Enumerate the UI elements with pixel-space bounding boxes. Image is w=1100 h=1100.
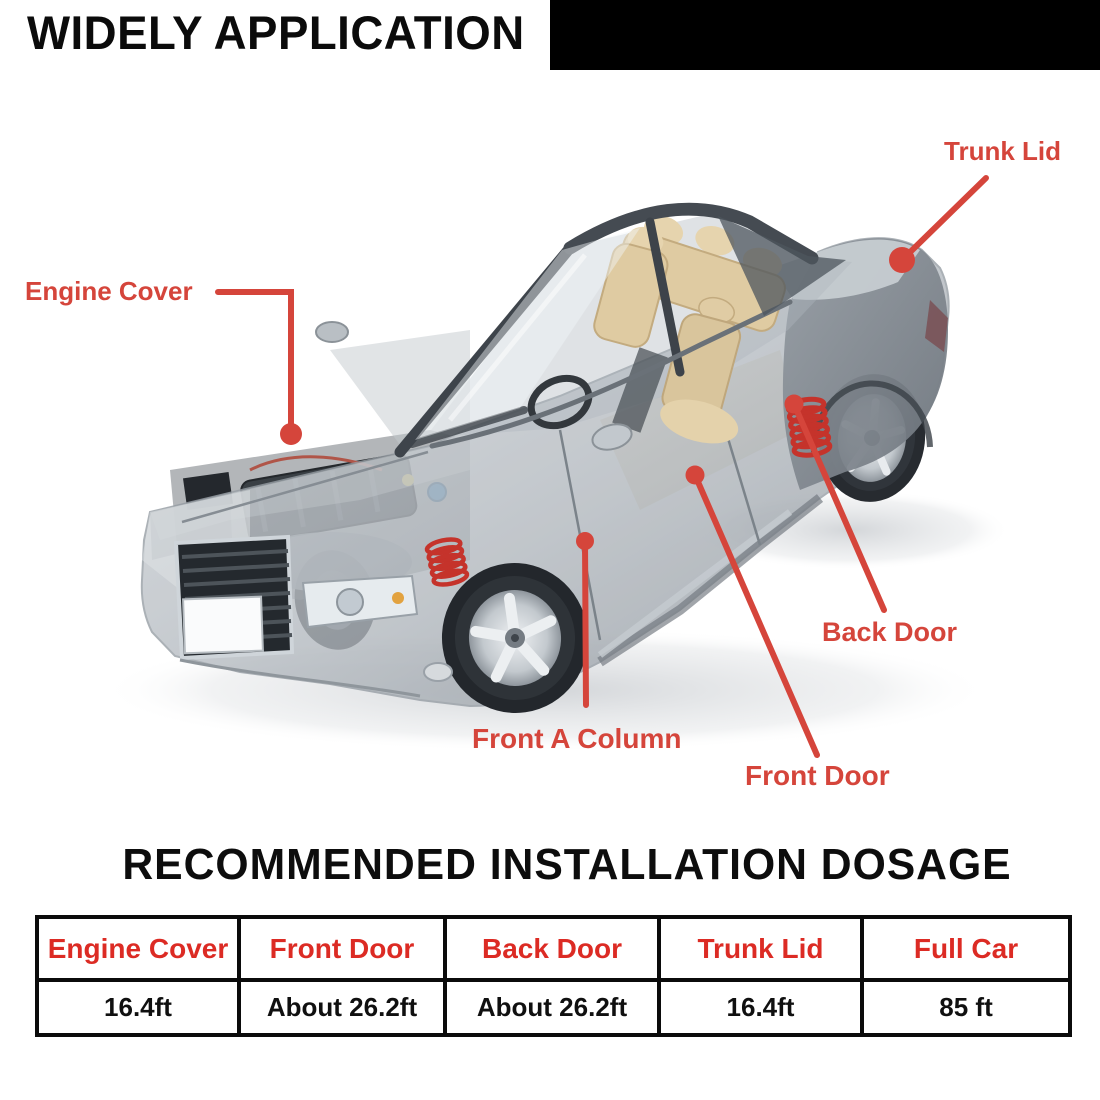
header-black-bar: [550, 0, 1100, 70]
license-plate: [182, 595, 264, 655]
dosage-value-front-door: About 26.2ft: [237, 978, 447, 1037]
dot-front-door: [685, 465, 705, 485]
label-front-a-column: Front A Column: [472, 723, 682, 754]
dosage-col-header-full-car: Full Car: [860, 915, 1072, 982]
front-coil-spring: [424, 537, 470, 587]
leader-back-door: [791, 401, 887, 613]
dot-engine-cover: [280, 423, 302, 445]
dosage-col-header-trunk-lid: Trunk Lid: [657, 915, 864, 982]
rear-window: [718, 216, 846, 316]
dosage-header-row: Engine Cover Front Door Back Door Trunk …: [35, 915, 1072, 982]
dosage-section-title: RECOMMENDED INSTALLATION DOSAGE: [122, 840, 1012, 889]
leader-front-door: [692, 472, 820, 758]
page-title: WIDELY APPLICATION: [27, 6, 525, 59]
front-grille: [173, 534, 295, 661]
side-mirror-far: [315, 321, 349, 343]
dosage-table: Engine Cover Front Door Back Door Trunk …: [35, 915, 1072, 1037]
dosage-value-row: 16.4ft About 26.2ft About 26.2ft 16.4ft …: [35, 978, 1072, 1037]
dot-back-door: [784, 394, 804, 414]
roof-and-pillars: [394, 202, 819, 458]
annotations: [215, 175, 989, 758]
headlight: [301, 574, 419, 629]
label-engine-cover: Engine Cover: [25, 276, 193, 306]
dosage-value-full-car: 85 ft: [860, 978, 1072, 1037]
dosage-value-engine-cover: 16.4ft: [35, 978, 241, 1037]
tail-light: [925, 300, 948, 352]
dosage-col-header-back-door: Back Door: [443, 915, 661, 982]
dot-trunk-lid: [889, 247, 915, 273]
steering-wheel: [527, 374, 593, 430]
label-trunk-lid: Trunk Lid: [944, 136, 1061, 166]
dosage-col-header-front-door: Front Door: [237, 915, 447, 982]
leader-trunk-lid: [899, 175, 989, 263]
dosage-col-header-engine-cover: Engine Cover: [35, 915, 241, 982]
dosage-value-trunk-lid: 16.4ft: [657, 978, 864, 1037]
dot-front-a-column: [576, 532, 594, 550]
windshield: [415, 228, 640, 440]
label-front-door: Front Door: [745, 760, 890, 791]
side-mirror-near: [591, 423, 633, 451]
fog-light: [423, 662, 453, 682]
leader-front-a-column: [582, 539, 589, 708]
driver-seat: [660, 296, 742, 444]
leader-engine-cover: [215, 289, 294, 431]
car-cutaway-illustration: [100, 175, 1010, 758]
dosage-value-back-door: About 26.2ft: [443, 978, 661, 1037]
front-wheel: [441, 563, 589, 713]
label-back-door: Back Door: [822, 617, 958, 647]
